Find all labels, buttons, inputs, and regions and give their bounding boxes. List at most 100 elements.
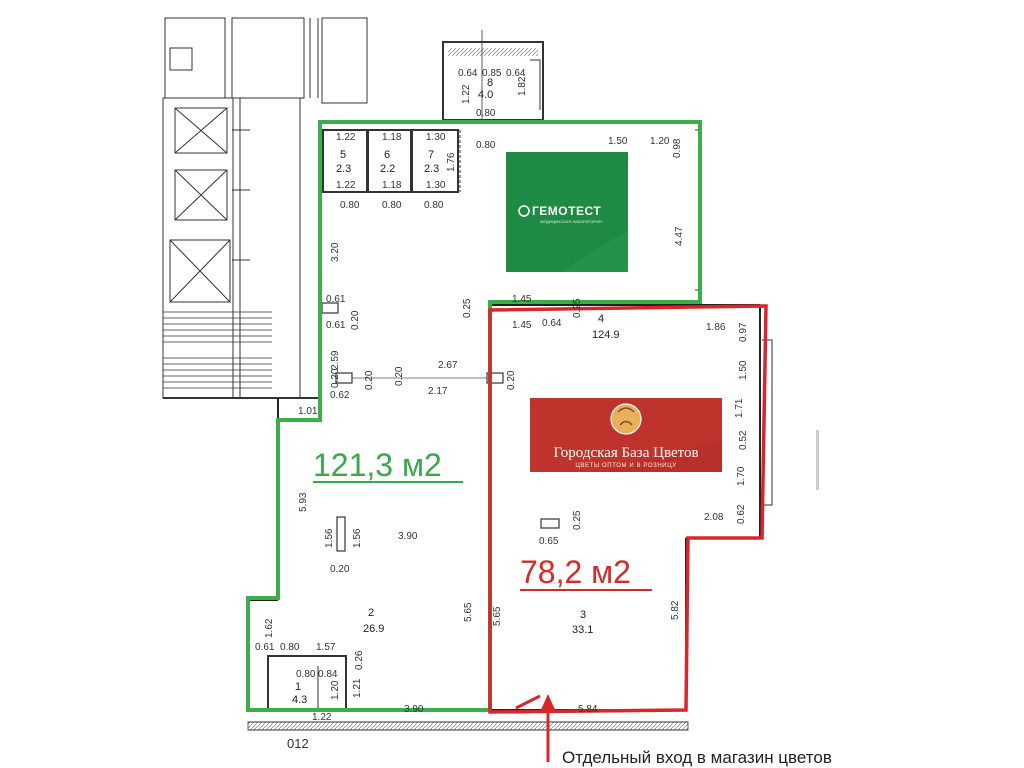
gemotest-logo: ГЕМОТЕСТ МЕДИЦИНСКАЯ ЛАБОРАТОРИЯ [506,152,628,272]
room-8-area: 4.0 [478,89,493,101]
svg-text:1.82: 1.82 [517,76,528,96]
svg-text:0.20: 0.20 [506,370,517,390]
dimension-labels-vertical: 1.22 1.82 0.98 4.47 1.76 3.20 0.20 2.59 … [264,76,749,700]
svg-text:1.18: 1.18 [382,132,402,143]
svg-text:5.65: 5.65 [492,606,503,626]
entrance-door [515,694,541,710]
svg-text:0.20: 0.20 [364,370,375,390]
closets [322,129,461,193]
svg-text:0.80: 0.80 [280,642,300,653]
svg-text:0.85: 0.85 [482,68,502,79]
svg-text:1.76: 1.76 [446,152,457,172]
svg-text:2.67: 2.67 [438,360,458,371]
svg-text:5.93: 5.93 [298,492,309,512]
svg-text:1.20: 1.20 [330,680,341,700]
svg-text:1.22: 1.22 [336,180,356,191]
red-area-outline [488,304,768,714]
svg-text:0.20: 0.20 [394,366,405,386]
svg-text:1.71: 1.71 [734,398,745,418]
svg-text:5.84: 5.84 [578,704,598,715]
svg-text:1.21: 1.21 [352,678,363,698]
svg-text:1.62: 1.62 [264,618,275,638]
svg-text:0.80: 0.80 [382,200,402,211]
svg-text:1.30: 1.30 [426,180,446,191]
svg-text:1.50: 1.50 [608,136,628,147]
svg-text:0.20: 0.20 [330,564,350,575]
svg-text:0.80: 0.80 [424,200,444,211]
room-8-number: 8 [487,77,493,89]
flowers-name: Городская База Цветов [553,445,698,461]
svg-text:0.52: 0.52 [738,430,749,450]
svg-text:2.59: 2.59 [330,350,341,370]
svg-text:0.64: 0.64 [506,68,526,79]
svg-text:5.82: 5.82 [670,600,681,620]
flowers-tagline: ЦВЕТЫ ОПТОМ И В РОЗНИЦУ [575,463,676,469]
svg-text:0.97: 0.97 [738,322,749,342]
room-1-area: 4.3 [292,694,307,706]
svg-text:0.64: 0.64 [458,68,478,79]
svg-text:3.20: 3.20 [330,242,341,262]
svg-text:1.56: 1.56 [352,528,363,548]
dimension-labels: 0.64 0.85 0.64 0.80 0.80 1.50 1.20 1.22 … [255,68,726,751]
svg-text:1.30: 1.30 [426,132,446,143]
room-3-number: 3 [580,609,586,621]
columns [321,302,560,552]
svg-text:0.80: 0.80 [340,200,360,211]
svg-text:3.90: 3.90 [404,704,424,715]
svg-text:0.84: 0.84 [318,669,338,680]
room-5-area: 2.3 [336,163,351,175]
svg-text:0.80: 0.80 [476,108,496,119]
svg-text:5.65: 5.65 [463,602,474,622]
svg-text:3.90: 3.90 [398,531,418,542]
room-7-area: 2.3 [424,163,439,175]
svg-text:0.61: 0.61 [255,642,275,653]
svg-text:0.20: 0.20 [330,368,341,388]
entrance-caption: Отдельный вход в магазин цветов [562,748,832,767]
scroll-indicator [816,430,819,490]
svg-text:0.26: 0.26 [354,650,365,670]
svg-text:2.17: 2.17 [428,386,448,397]
svg-text:0.20: 0.20 [350,310,361,330]
svg-text:0.64: 0.64 [542,318,562,329]
svg-text:0.62: 0.62 [736,504,747,524]
red-area-label: 78,2 м2 [520,554,631,590]
svg-text:1.20: 1.20 [650,136,670,147]
room-4-area: 124.9 [592,329,620,341]
service-core [162,17,368,399]
svg-text:1.57: 1.57 [316,642,336,653]
entrance-arrow [540,694,556,762]
svg-text:0.80: 0.80 [476,140,496,151]
gemotest-name: ГЕМОТЕСТ [532,204,601,218]
bottom-wall [247,721,689,731]
svg-text:0.80: 0.80 [296,669,316,680]
svg-text:1.22: 1.22 [312,712,332,723]
svg-text:0.61: 0.61 [326,320,346,331]
svg-text:2.08: 2.08 [704,512,724,523]
room-2-area: 26.9 [363,623,384,635]
room-2-number: 2 [368,607,374,619]
svg-text:012: 012 [287,736,309,751]
svg-text:0.61: 0.61 [326,294,346,305]
room-1-number: 1 [295,681,301,693]
svg-text:1.01: 1.01 [298,406,318,417]
room-6-area: 2.2 [380,163,395,175]
svg-text:1.56: 1.56 [324,528,335,548]
svg-text:1.22: 1.22 [461,84,472,104]
gemotest-tagline: МЕДИЦИНСКАЯ ЛАБОРАТОРИЯ [540,219,602,224]
svg-text:1.86: 1.86 [706,322,726,333]
svg-text:1.18: 1.18 [382,180,402,191]
room-3-area: 33.1 [572,624,593,636]
svg-text:0.25: 0.25 [572,298,583,318]
svg-text:0.62: 0.62 [330,390,350,401]
svg-text:0.65: 0.65 [539,536,559,547]
green-area-label: 121,3 м2 [313,447,442,483]
svg-text:1.22: 1.22 [336,132,356,143]
svg-text:0.98: 0.98 [672,138,683,158]
svg-text:1.70: 1.70 [736,466,747,486]
svg-text:0.25: 0.25 [462,298,473,318]
room-6-number: 6 [384,149,390,161]
room-7-number: 7 [428,149,434,161]
room-5-number: 5 [340,149,346,161]
